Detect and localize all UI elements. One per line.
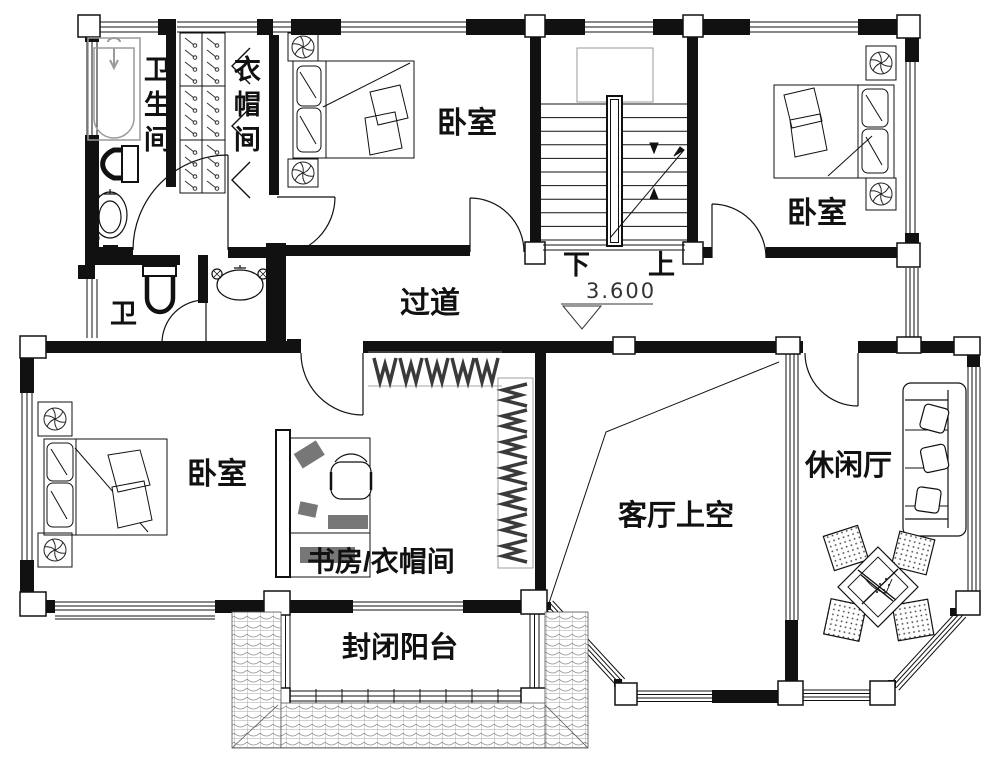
room-label-bedroom-right: 卧室	[787, 197, 847, 230]
room-label-study: 书房/衣帽间	[307, 546, 455, 577]
stairs-up-label: 上	[648, 250, 675, 280]
room-label-toilet: 卫	[110, 299, 137, 329]
bed-top	[287, 32, 415, 188]
level-label: 3.600	[586, 279, 657, 303]
level-marker	[561, 303, 653, 330]
room-label-living-void: 客厅上空	[618, 500, 735, 532]
stairs-down-label: 下	[563, 250, 590, 280]
room-label-bathroom: 卫生间	[139, 55, 170, 160]
sink-pedestal	[90, 189, 128, 243]
room-label-leisure: 休闲厅	[805, 450, 893, 482]
bed-right	[773, 45, 897, 211]
desk-chair	[329, 453, 373, 500]
sink-niche	[211, 265, 269, 301]
void-diagonal	[548, 361, 780, 604]
column-boxes	[19, 14, 981, 711]
toilet-small	[142, 265, 177, 315]
stair-direction-arrow	[609, 142, 685, 239]
bathtub	[87, 37, 141, 141]
table-set	[822, 524, 936, 643]
stair-landing	[576, 47, 654, 103]
wardrobe-hangers	[368, 351, 534, 569]
windows	[21, 21, 981, 703]
toilet-main	[100, 145, 139, 183]
study-desk	[275, 429, 371, 578]
walls	[20, 19, 980, 703]
stairs	[541, 47, 687, 251]
room-label-corridor: 过道	[400, 287, 460, 320]
room-label-balcony: 封闭阳台	[342, 632, 459, 664]
doors	[132, 154, 859, 416]
room-label-bedroom-top: 卧室	[437, 107, 497, 140]
cloakroom-closet	[179, 32, 251, 199]
balcony-roof	[231, 611, 589, 749]
room-label-bedroom-left: 卧室	[187, 458, 247, 491]
room-label-cloakroom: 衣帽间	[229, 55, 260, 160]
sofa	[902, 382, 967, 537]
bed-left	[37, 401, 168, 568]
